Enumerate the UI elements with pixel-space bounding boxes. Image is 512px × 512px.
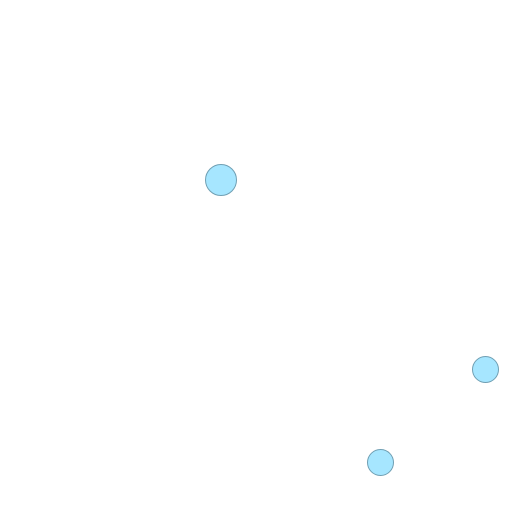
target-circle-bottom[interactable] [367,449,394,476]
target-circle-large[interactable] [205,164,237,196]
target-circle-right[interactable] [472,356,499,383]
